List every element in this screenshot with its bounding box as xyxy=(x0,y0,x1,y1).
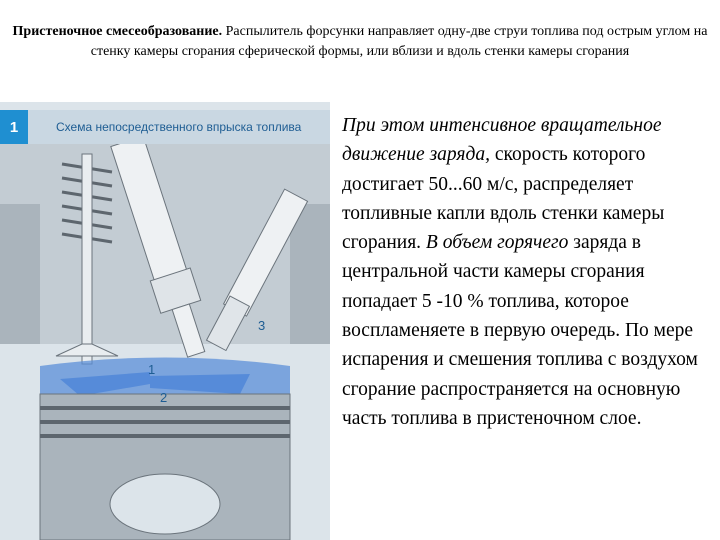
header-title: Пристеночное смесеобразование. xyxy=(12,24,223,39)
piston-rings xyxy=(40,406,290,438)
header-text: Распылитель форсунки направляет одну-две… xyxy=(90,24,708,59)
valve-stem xyxy=(81,153,93,365)
figure-number: 1 xyxy=(0,110,28,144)
label-3: 3 xyxy=(258,318,265,333)
figure-title-bar: 1 Схема непосредственного впрыска топлив… xyxy=(0,110,330,144)
combustion-chamber xyxy=(40,357,290,404)
engine-cross-section-illustration: 1 2 3 xyxy=(0,144,330,540)
head-right-wall xyxy=(290,204,330,344)
injection-diagram: 1 Схема непосредственного впрыска топлив… xyxy=(0,102,330,540)
label-2: 2 xyxy=(160,390,167,405)
body-text-2: заряда в центральной части камеры сгоран… xyxy=(342,232,698,429)
spark-plug xyxy=(205,188,309,352)
body-text-1: скорость которого достигает 50...60 м/с,… xyxy=(342,144,665,254)
body-paragraph: При этом интенсивное вращательное движен… xyxy=(342,111,712,433)
body-italic-2: В объем горячего xyxy=(421,232,569,254)
figure-caption: Схема непосредственного впрыска топлива xyxy=(56,120,302,134)
fuel-injector xyxy=(110,144,206,358)
slide-header: Пристеночное смесеобразование. Распылите… xyxy=(8,22,712,62)
label-1: 1 xyxy=(148,362,155,377)
body-italic-1: При этом интенсивное вращательное движен… xyxy=(342,115,662,166)
wrist-pin-bore xyxy=(109,473,221,535)
valve-head xyxy=(55,343,119,357)
head-left-wall xyxy=(0,204,40,344)
